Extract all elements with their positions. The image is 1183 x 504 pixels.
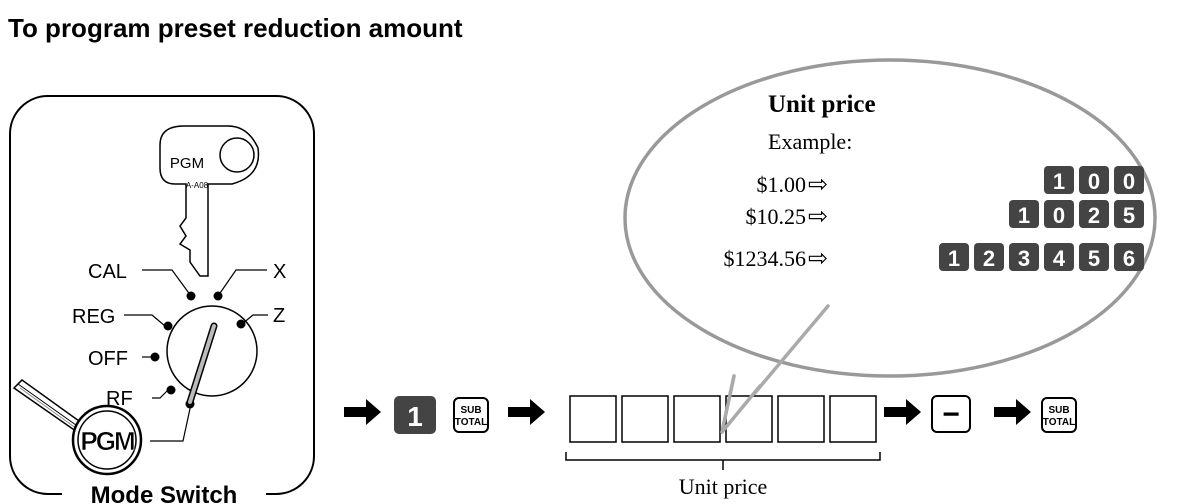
key-hole — [219, 137, 255, 173]
example-amount: $10.25 — [746, 204, 807, 229]
pgm-key-icon: PGM A-A08 — [159, 125, 260, 277]
bubble-pointer-tip — [720, 384, 762, 434]
bubble-heading: Unit price — [768, 91, 876, 118]
arrow-icon — [884, 399, 921, 425]
digit-key-label: 2 — [983, 246, 995, 271]
digit-key — [1114, 200, 1144, 228]
bubble-pointer-tip — [720, 374, 736, 434]
digit-key — [1009, 243, 1039, 271]
entry-box — [621, 395, 669, 443]
digit-key — [1009, 200, 1039, 228]
arrow-icon — [994, 399, 1031, 425]
digit-key — [1114, 243, 1144, 271]
digit-key — [1079, 166, 1109, 194]
example-amount: $1234.56 — [724, 246, 807, 271]
digit-key-label: 6 — [1123, 246, 1135, 271]
position-label-reg: REG — [72, 306, 115, 328]
digit-key-label: 0 — [1123, 169, 1135, 194]
page-title: To program preset reduction amount — [8, 13, 463, 43]
pgm-badge-inner — [77, 410, 137, 470]
subtotal-key-line2: TOTAL — [455, 417, 487, 428]
digit-key — [1079, 243, 1109, 271]
position-dot — [150, 352, 160, 362]
entry-box — [829, 395, 877, 443]
digit-key — [1044, 200, 1074, 228]
digit-key — [1044, 166, 1074, 194]
subtotal-key-line1: SUB — [1048, 405, 1069, 416]
subtotal-key-line1: SUB — [460, 405, 481, 416]
digit-key-label: 0 — [1088, 169, 1100, 194]
digit-key-label: 1 — [1018, 203, 1030, 228]
dial-pointer — [188, 324, 216, 404]
mode-switch-label: Mode Switch — [91, 482, 238, 504]
pen-line — [17, 383, 84, 431]
example-keys-row-2: 1 0 2 5 — [1009, 200, 1144, 228]
key-sequence: 1 SUB TOTAL Unit price − SUB TO — [344, 374, 1077, 499]
position-label-off: OFF — [88, 348, 128, 370]
mode-dial — [166, 305, 258, 397]
leader-line — [152, 387, 171, 399]
position-dot — [163, 321, 173, 331]
unit-price-bracket — [565, 452, 881, 470]
digit-key — [1114, 166, 1144, 194]
minus-key — [931, 395, 971, 433]
pgm-badge-label: PGM — [80, 426, 134, 456]
mode-switch-label-bg — [62, 478, 266, 504]
position-dot — [186, 291, 196, 301]
position-label-rf: RF — [106, 388, 133, 410]
arrow-icon — [508, 399, 545, 425]
entry-box — [777, 395, 825, 443]
digit-key — [939, 243, 969, 271]
bubble-outline — [623, 58, 1157, 378]
unit-price-bubble: Unit price Example: $1.00 ⇨ 1 0 0 $10.25… — [623, 58, 1157, 434]
leader-line — [142, 269, 192, 297]
example-amount: $1.00 — [757, 172, 807, 197]
digit-key-label: 5 — [1088, 246, 1100, 271]
position-label-z: Z — [273, 305, 285, 327]
entry-box — [673, 395, 721, 443]
leader-line — [150, 403, 192, 442]
position-label-cal: CAL — [88, 261, 127, 283]
key-1 — [394, 396, 436, 434]
leader-line — [241, 314, 268, 325]
digit-key — [974, 243, 1004, 271]
digit-key-label: 1 — [1053, 169, 1065, 194]
entry-box — [569, 395, 617, 443]
subtotal-key — [453, 397, 489, 433]
key-label: PGM — [170, 155, 204, 172]
position-label-x: X — [273, 261, 286, 283]
leader-line — [217, 269, 267, 297]
digit-key — [1079, 200, 1109, 228]
key-1-label: 1 — [407, 401, 423, 432]
unit-price-label: Unit price — [679, 474, 768, 499]
digit-key — [1044, 243, 1074, 271]
minus-key-label: − — [942, 398, 960, 431]
position-dot — [166, 385, 176, 395]
example-label: Example: — [768, 129, 852, 154]
digit-key-label: 2 — [1088, 203, 1100, 228]
arrow-right-icon: ⇨ — [808, 246, 828, 272]
arrow-right-icon: ⇨ — [808, 204, 828, 230]
position-dot — [236, 319, 246, 329]
example-keys-row-1: 1 0 0 — [1044, 166, 1144, 194]
arrow-icon — [344, 399, 381, 425]
arrow-right-icon: ⇨ — [808, 172, 828, 198]
leader-line — [124, 314, 166, 327]
subtotal-key-line2: TOTAL — [1043, 417, 1075, 428]
pen-line — [19, 387, 81, 432]
digit-key-label: 0 — [1053, 203, 1065, 228]
digit-key-label: 4 — [1053, 246, 1066, 271]
subtotal-key — [1041, 397, 1077, 433]
digit-key-label: 5 — [1123, 203, 1135, 228]
position-dot — [213, 291, 223, 301]
digit-key-label: 3 — [1018, 246, 1030, 271]
mode-switch-panel: Mode Switch PGM A-A08 CAL X REG Z OFF — [9, 95, 315, 504]
example-keys-row-3: 1 2 3 4 5 6 — [939, 243, 1144, 271]
digit-key-label: 1 — [948, 246, 960, 271]
unit-price-entry-boxes — [569, 395, 877, 443]
key-code: A-A08 — [186, 181, 209, 190]
